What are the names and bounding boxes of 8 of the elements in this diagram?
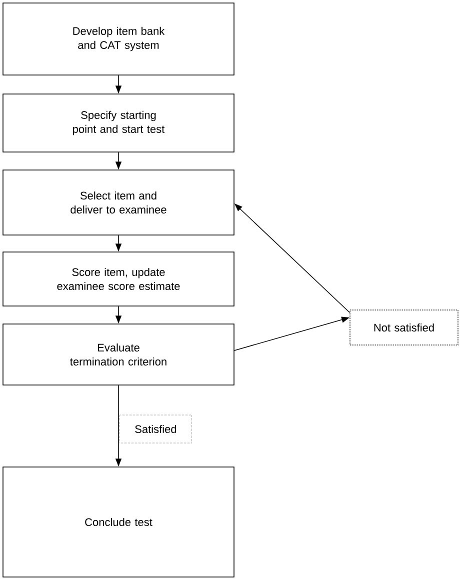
process-box: Specify starting point and start test [2, 94, 234, 152]
edge-label: Satisfied [120, 414, 192, 444]
process-box: Evaluate termination criterion [2, 324, 234, 386]
process-box: Develop item bank and CAT system [2, 2, 234, 76]
process-box: Conclude test [2, 466, 234, 578]
condition-box: Not satisfied [350, 310, 458, 346]
process-box: Select item and deliver to examinee [2, 170, 234, 236]
process-box: Score item, update examinee score estimate [2, 252, 234, 306]
